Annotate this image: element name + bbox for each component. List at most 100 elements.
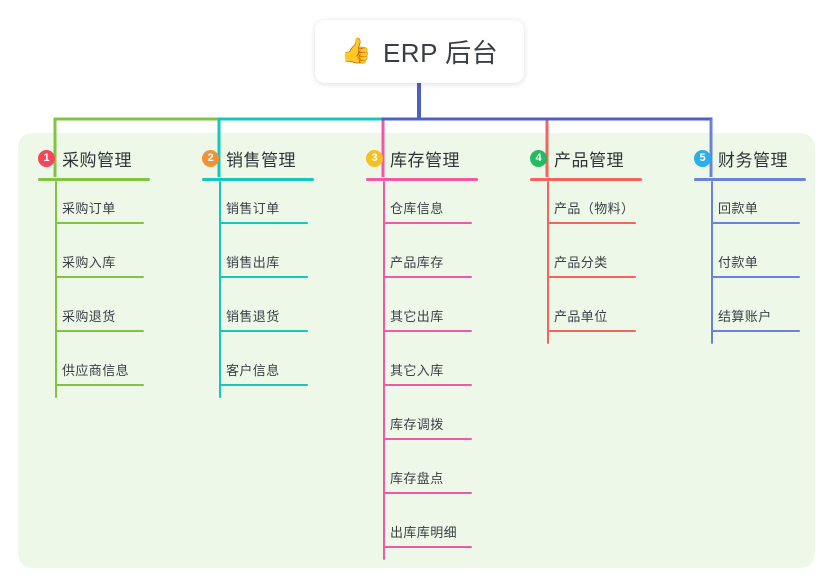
leaf-item[interactable]: 采购入库 bbox=[56, 252, 144, 278]
branch-column-2: 2 销售管理销售订单销售出库销售退货客户信息 bbox=[202, 146, 314, 398]
leaf-label: 结算账户 bbox=[718, 309, 772, 324]
leaf-underline bbox=[220, 222, 308, 224]
leaf-underline bbox=[56, 384, 144, 386]
leaf-item[interactable]: 结算账户 bbox=[712, 306, 800, 332]
leaf-label: 付款单 bbox=[718, 255, 759, 270]
diagram-background-panel bbox=[18, 133, 815, 568]
leaf-item[interactable]: 其它入库 bbox=[384, 360, 472, 386]
leaf-label: 供应商信息 bbox=[62, 363, 130, 378]
leaf-underline bbox=[384, 546, 472, 548]
leaf-underline bbox=[384, 384, 472, 386]
leaf-label: 产品分类 bbox=[554, 255, 608, 270]
leaf-underline bbox=[384, 276, 472, 278]
leaf-label: 其它出库 bbox=[390, 309, 444, 324]
leaf-item[interactable]: 销售订单 bbox=[220, 198, 308, 224]
leaf-label: 出库库明细 bbox=[390, 525, 458, 540]
root-node[interactable]: 👍 ERP 后台 bbox=[315, 20, 524, 83]
branch-header-3[interactable]: 3 库存管理 bbox=[366, 146, 478, 170]
leaf-item[interactable]: 采购退货 bbox=[56, 306, 144, 332]
leaf-label: 产品（物料） bbox=[554, 201, 635, 216]
leaf-underline bbox=[220, 330, 308, 332]
leaf-item[interactable]: 库存盘点 bbox=[384, 468, 472, 494]
branch-children: 产品（物料） 产品分类产品单位 bbox=[530, 181, 642, 344]
branch-title: 产品管理 bbox=[554, 150, 624, 170]
leaf-item[interactable]: 仓库信息 bbox=[384, 198, 472, 224]
leaf-underline bbox=[548, 330, 636, 332]
branch-title: 销售管理 bbox=[226, 150, 296, 170]
leaf-label: 回款单 bbox=[718, 201, 759, 216]
leaf-underline bbox=[56, 330, 144, 332]
leaf-label: 采购入库 bbox=[62, 255, 116, 270]
leaf-label: 产品单位 bbox=[554, 309, 608, 324]
branch-column-3: 3 库存管理仓库信息产品库存其它出库其它入库库存调拨库存盘点出库库明细 bbox=[366, 146, 478, 560]
leaf-label: 销售出库 bbox=[226, 255, 280, 270]
leaf-label: 销售退货 bbox=[226, 309, 280, 324]
branch-number-badge: 4 bbox=[530, 149, 547, 167]
branch-trunk-line bbox=[547, 181, 549, 344]
leaf-underline bbox=[384, 222, 472, 224]
root-node-label: ERP 后台 bbox=[382, 38, 499, 68]
leaf-label: 其它入库 bbox=[390, 363, 444, 378]
branch-title: 采购管理 bbox=[62, 150, 132, 170]
leaf-item[interactable]: 库存调拨 bbox=[384, 414, 472, 440]
branch-children: 回款单付款单结算账户 bbox=[694, 181, 806, 344]
leaf-item[interactable]: 产品分类 bbox=[548, 252, 636, 278]
root-node-content: 👍 ERP 后台 bbox=[341, 33, 498, 70]
branch-header-2[interactable]: 2 销售管理 bbox=[202, 146, 314, 170]
leaf-item[interactable]: 销售出库 bbox=[220, 252, 308, 278]
leaf-underline bbox=[384, 438, 472, 440]
branch-header-4[interactable]: 4 产品管理 bbox=[530, 146, 642, 170]
branch-number-badge: 1 bbox=[38, 149, 55, 167]
leaf-item[interactable]: 产品单位 bbox=[548, 306, 636, 332]
leaf-underline bbox=[712, 276, 800, 278]
leaf-item[interactable]: 销售退货 bbox=[220, 306, 308, 332]
leaf-label: 产品库存 bbox=[390, 255, 444, 270]
leaf-underline bbox=[548, 276, 636, 278]
leaf-item[interactable]: 付款单 bbox=[712, 252, 800, 278]
leaf-underline bbox=[384, 492, 472, 494]
branch-underline bbox=[530, 178, 642, 181]
branch-column-4: 4 产品管理产品（物料） 产品分类产品单位 bbox=[530, 146, 642, 344]
branch-column-5: 5 财务管理回款单付款单结算账户 bbox=[694, 146, 806, 344]
branch-title: 财务管理 bbox=[718, 150, 788, 170]
branch-trunk-line bbox=[711, 181, 713, 344]
leaf-underline bbox=[220, 384, 308, 386]
branch-number-badge: 2 bbox=[202, 149, 219, 167]
leaf-item[interactable]: 产品（物料） bbox=[548, 198, 640, 224]
branch-column-1: 1 采购管理采购订单采购入库采购退货供应商信息 bbox=[38, 146, 150, 398]
leaf-label: 仓库信息 bbox=[390, 201, 444, 216]
leaf-item[interactable]: 其它出库 bbox=[384, 306, 472, 332]
branch-trunk-line bbox=[55, 181, 57, 398]
leaf-label: 客户信息 bbox=[226, 363, 280, 378]
branch-children: 采购订单采购入库采购退货供应商信息 bbox=[38, 181, 150, 398]
branch-number-badge: 5 bbox=[694, 149, 711, 167]
leaf-item[interactable]: 供应商信息 bbox=[56, 360, 144, 386]
branch-children: 仓库信息产品库存其它出库其它入库库存调拨库存盘点出库库明细 bbox=[366, 181, 478, 560]
branch-underline bbox=[202, 178, 314, 181]
leaf-label: 采购订单 bbox=[62, 201, 116, 216]
leaf-item[interactable]: 采购订单 bbox=[56, 198, 144, 224]
leaf-label: 库存调拨 bbox=[390, 417, 444, 432]
leaf-underline bbox=[56, 276, 144, 278]
leaf-label: 销售订单 bbox=[226, 201, 280, 216]
thumbs-up-icon: 👍 bbox=[340, 37, 372, 65]
branch-number-badge: 3 bbox=[366, 149, 383, 167]
leaf-underline bbox=[712, 330, 800, 332]
branch-underline bbox=[694, 178, 806, 181]
branch-underline bbox=[38, 178, 150, 181]
leaf-underline bbox=[712, 222, 800, 224]
branch-children: 销售订单销售出库销售退货客户信息 bbox=[202, 181, 314, 398]
leaf-underline bbox=[384, 330, 472, 332]
leaf-item[interactable]: 产品库存 bbox=[384, 252, 472, 278]
leaf-item[interactable]: 出库库明细 bbox=[384, 522, 472, 548]
branch-title: 库存管理 bbox=[390, 150, 460, 170]
leaf-label: 库存盘点 bbox=[390, 471, 444, 486]
leaf-label: 采购退货 bbox=[62, 309, 116, 324]
leaf-item[interactable]: 回款单 bbox=[712, 198, 800, 224]
leaf-underline bbox=[220, 276, 308, 278]
leaf-underline bbox=[548, 222, 636, 224]
leaf-item[interactable]: 客户信息 bbox=[220, 360, 308, 386]
branch-header-5[interactable]: 5 财务管理 bbox=[694, 146, 806, 170]
leaf-underline bbox=[56, 222, 144, 224]
branch-header-1[interactable]: 1 采购管理 bbox=[38, 146, 150, 170]
